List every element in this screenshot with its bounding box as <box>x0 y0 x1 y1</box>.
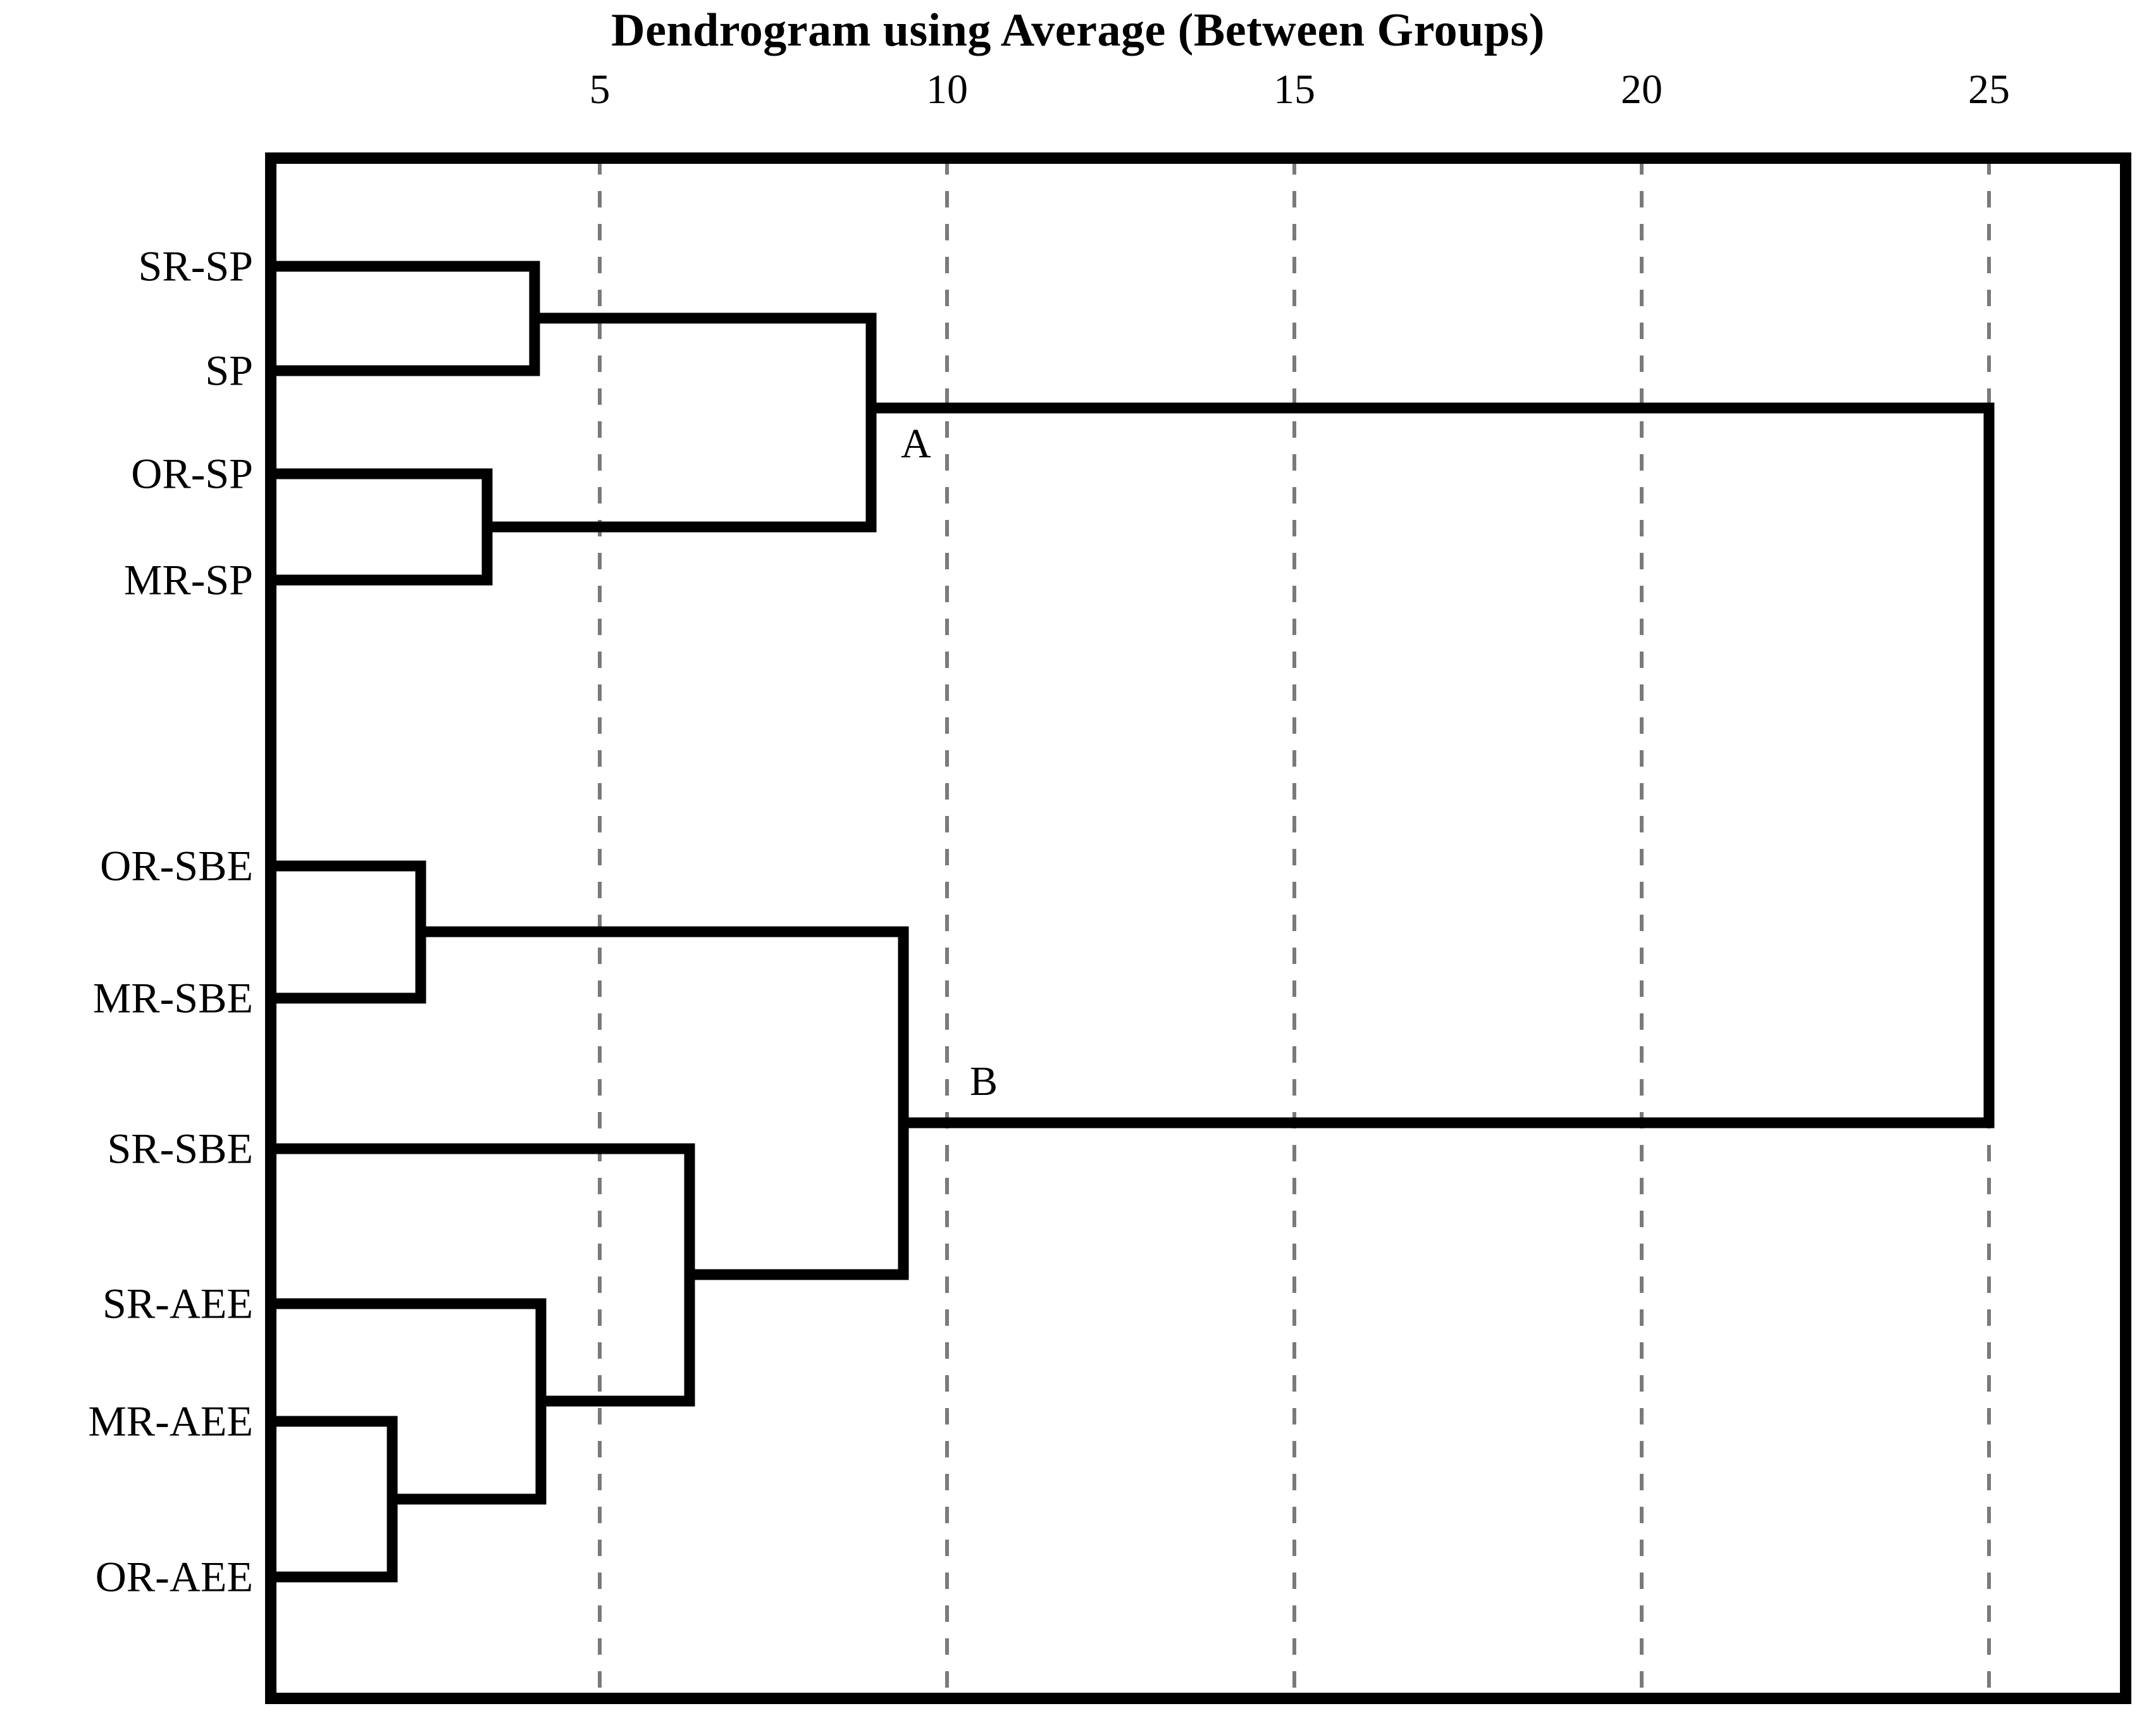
leaf-label-sr-aee: SR-AEE <box>102 1279 253 1328</box>
leaf-label-mr-sp: MR-SP <box>123 555 253 604</box>
link-sr-sp-sp <box>271 261 540 376</box>
leaf-label-sr-sbe: SR-SBE <box>107 1124 253 1173</box>
link-root <box>871 402 1995 1128</box>
link-cluster-b <box>421 926 909 1280</box>
x-axis-tick-20: 20 <box>1621 66 1663 113</box>
plot-border <box>265 152 2131 1704</box>
link-cluster-a <box>487 312 877 533</box>
leaf-label-sr-sp: SR-SP <box>138 242 253 290</box>
link-mr-aee-or-aee <box>271 1416 398 1583</box>
chart-title: Dendrogram using Average (Between Groups… <box>611 4 1545 56</box>
cluster-label-a: A <box>901 421 931 467</box>
x-axis-tick-5: 5 <box>589 66 610 113</box>
dendrogram-links <box>271 261 1995 1583</box>
link-sr-sbe-aee-group <box>271 1143 695 1407</box>
link-or-sp-mr-sp <box>271 468 493 586</box>
leaf-label-or-aee: OR-AEE <box>95 1552 253 1601</box>
x-axis-tick-15: 15 <box>1273 66 1315 113</box>
leaf-label-mr-sbe: MR-SBE <box>92 973 253 1022</box>
cluster-label-b: B <box>970 1058 998 1104</box>
leaf-label-or-sp: OR-SP <box>131 449 253 498</box>
leaf-label-mr-aee: MR-AEE <box>88 1397 253 1445</box>
link-or-sbe-mr-sbe <box>271 860 426 1004</box>
x-axis-tick-25: 25 <box>1968 66 2010 113</box>
plot-frame <box>265 152 2131 1704</box>
x-axis-tick-10: 10 <box>926 66 968 113</box>
leaf-label-sp: SP <box>205 346 253 395</box>
leaf-label-or-sbe: OR-SBE <box>100 841 253 890</box>
link-sr-aee-aee-pair <box>271 1298 547 1505</box>
